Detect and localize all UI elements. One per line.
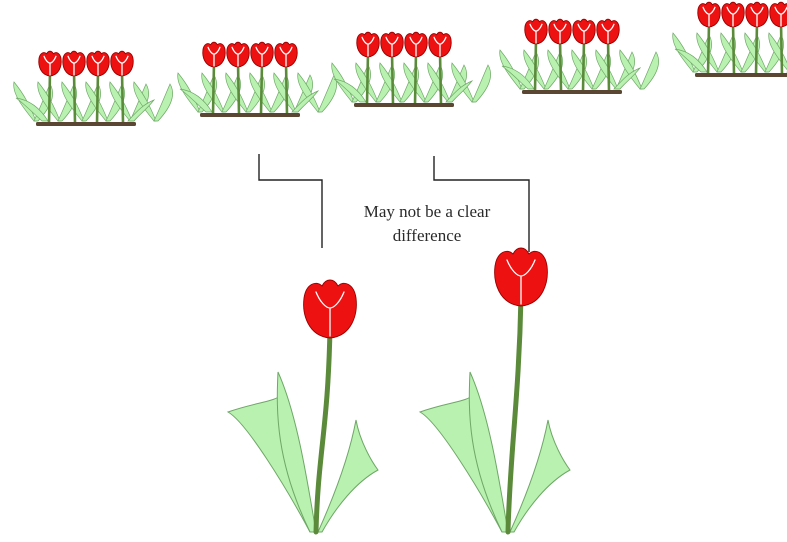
leaf-shape [472, 65, 491, 102]
soil-bed [200, 113, 300, 117]
leaf-shape [318, 420, 378, 532]
soil-bed [354, 103, 454, 107]
tulip-stem [560, 40, 561, 91]
tulip-stem [708, 23, 709, 74]
leaves [178, 73, 337, 112]
single-tulips [228, 248, 570, 532]
tulip-flower-icon [525, 19, 547, 44]
caption-line-2: difference [322, 224, 532, 248]
tulip-stem [367, 53, 368, 104]
tulip-stem [608, 40, 609, 91]
tulip-flower-icon [87, 51, 109, 76]
tulip-flower-icon [698, 2, 720, 27]
tulip-stem [733, 23, 734, 74]
tulip-stem [97, 72, 98, 123]
tulip-flower-icon [573, 19, 595, 44]
tulip-stem [781, 23, 782, 74]
tulip-group-3 [332, 32, 491, 107]
tulip-stem [49, 72, 50, 123]
tulip-flower-icon [227, 42, 249, 67]
tulip-flower-icon [381, 32, 403, 57]
tulip-flower-icon [495, 248, 548, 306]
tulip-group-2 [178, 42, 337, 117]
tulip-stem [508, 296, 521, 532]
leaf-shape [318, 75, 337, 112]
tulip-flower-icon [304, 280, 357, 338]
leaf-shape [510, 420, 570, 532]
tulip-stem [392, 53, 393, 104]
tulip-flower-icon [251, 42, 273, 67]
caption-line-1: May not be a clear [322, 200, 532, 224]
single-tulip-right [420, 248, 570, 532]
leaves [673, 33, 787, 72]
tulip-stem [74, 72, 75, 123]
tulip-stem [756, 23, 757, 74]
tulip-flower-icon [429, 32, 451, 57]
tulip-flower-icon [770, 2, 787, 27]
tulip-flower-icon [549, 19, 571, 44]
tulip-stem [261, 63, 262, 114]
tulip-stem [286, 63, 287, 114]
tulip-flower-icon [722, 2, 744, 27]
leaf-shape [154, 84, 173, 121]
difference-caption: May not be a clear difference [322, 200, 532, 248]
tulip-stem [122, 72, 123, 123]
tulip-flower-icon [203, 42, 225, 67]
tulip-stem [535, 40, 536, 91]
tulip-flower-icon [405, 32, 427, 57]
tulip-stem [238, 63, 239, 114]
tulip-group-5 [673, 2, 787, 77]
tulip-stem [213, 63, 214, 114]
tulip-groups [14, 2, 787, 126]
tulip-stem [316, 328, 330, 532]
tulip-stem [415, 53, 416, 104]
tulip-flower-icon [746, 2, 768, 27]
tulip-stem [440, 53, 441, 104]
leaves [14, 82, 173, 121]
tulip-flower-icon [275, 42, 297, 67]
tulip-flower-icon [111, 51, 133, 76]
leaf-shape [640, 52, 659, 89]
leaves [332, 63, 491, 102]
tulip-stem [583, 40, 584, 91]
soil-bed [36, 122, 136, 126]
soil-bed [522, 90, 622, 94]
tulip-flower-icon [39, 51, 61, 76]
single-tulip-left [228, 280, 378, 532]
soil-bed [695, 73, 787, 77]
leaves [500, 50, 659, 89]
tulip-flower-icon [357, 32, 379, 57]
tulip-group-1 [14, 51, 173, 126]
tulip-flower-icon [63, 51, 85, 76]
tulip-group-4 [500, 19, 659, 94]
tulip-flower-icon [597, 19, 619, 44]
connector-line-left [259, 154, 322, 248]
